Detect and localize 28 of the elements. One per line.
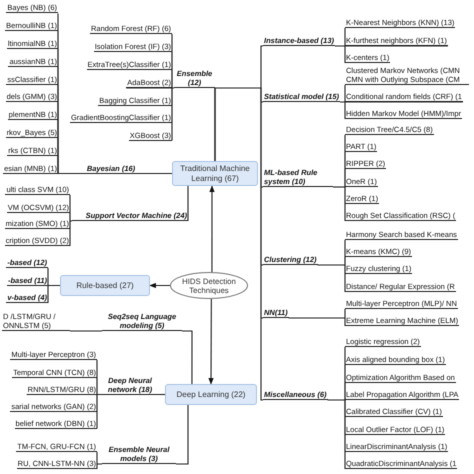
connector-line	[335, 45, 346, 63]
arrow	[149, 282, 170, 288]
connector-line	[176, 405, 189, 465]
connector-line	[318, 264, 346, 292]
connector-line	[69, 330, 102, 332]
connector-line	[171, 70, 174, 89]
connector-line	[333, 186, 346, 221]
category-box: Traditional Machine Learning (67)	[172, 161, 258, 186]
connector-line	[160, 394, 165, 396]
connector-line	[96, 463, 102, 469]
connector-line	[340, 101, 346, 119]
connector-line	[171, 87, 174, 140]
arrow	[208, 298, 214, 385]
connector-line	[57, 172, 82, 174]
connector-line	[47, 284, 60, 303]
connector-line	[140, 172, 172, 174]
connector-line	[69, 212, 72, 222]
connector-line	[126, 87, 174, 89]
category-box: Rule-based (27)	[60, 275, 150, 296]
category-box: Deep Learning (22)	[165, 384, 257, 405]
connector-line	[96, 394, 100, 428]
arrow	[209, 185, 215, 272]
connector-line	[214, 87, 264, 401]
connector-line	[187, 186, 189, 221]
connector-line	[288, 317, 346, 326]
connector-line	[182, 330, 193, 384]
connector-line	[69, 220, 72, 246]
connector-line	[96, 378, 100, 396]
